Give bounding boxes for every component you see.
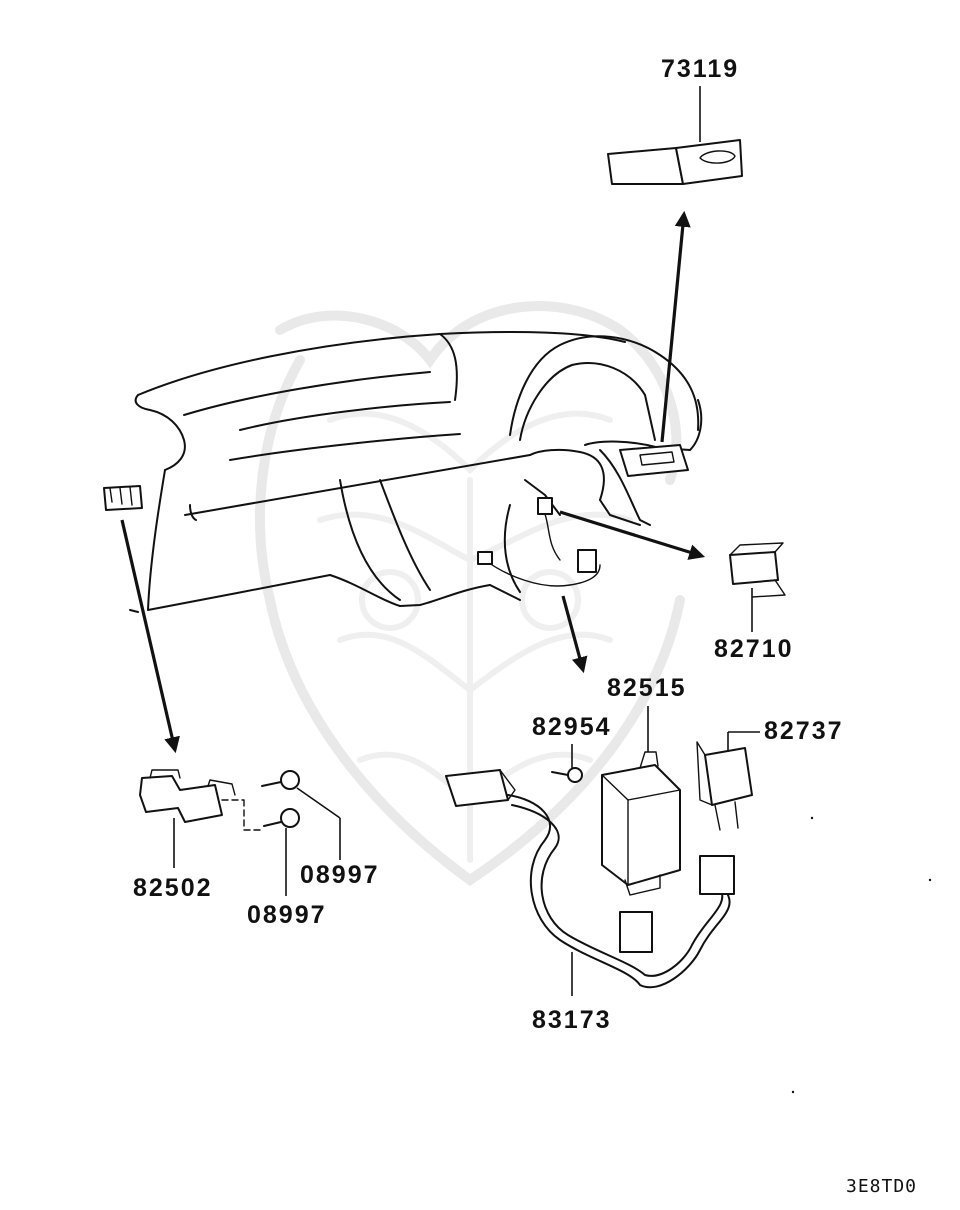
part-82515-shape xyxy=(601,706,681,896)
callout-82954: 82954 xyxy=(532,713,612,741)
callout-08997-right: 08997 xyxy=(300,861,380,889)
callout-82710: 82710 xyxy=(714,635,794,663)
callout-82737: 82737 xyxy=(764,717,844,745)
dash-module xyxy=(619,444,689,477)
part-82502-shape xyxy=(139,769,263,868)
callout-08997-left: 08997 xyxy=(247,901,327,929)
callout-83173: 83173 xyxy=(532,1006,612,1034)
small-bracket xyxy=(103,485,143,511)
leader-arrows xyxy=(120,210,706,754)
specks xyxy=(791,816,932,1094)
drawing-code: 3E8TD0 xyxy=(846,1176,918,1197)
callout-82515: 82515 xyxy=(607,674,687,702)
instrument-panel xyxy=(129,331,703,613)
part-83173-shape xyxy=(445,769,735,996)
screws-08997 xyxy=(261,770,341,896)
part-82737-shape xyxy=(696,731,760,831)
part-82954-shape xyxy=(551,744,583,783)
callout-82502: 82502 xyxy=(133,874,213,902)
callout-73119: 73119 xyxy=(661,55,740,83)
part-82710-shape xyxy=(729,542,786,632)
part-73119-shape xyxy=(607,86,743,185)
harness-under-dash xyxy=(477,497,601,587)
